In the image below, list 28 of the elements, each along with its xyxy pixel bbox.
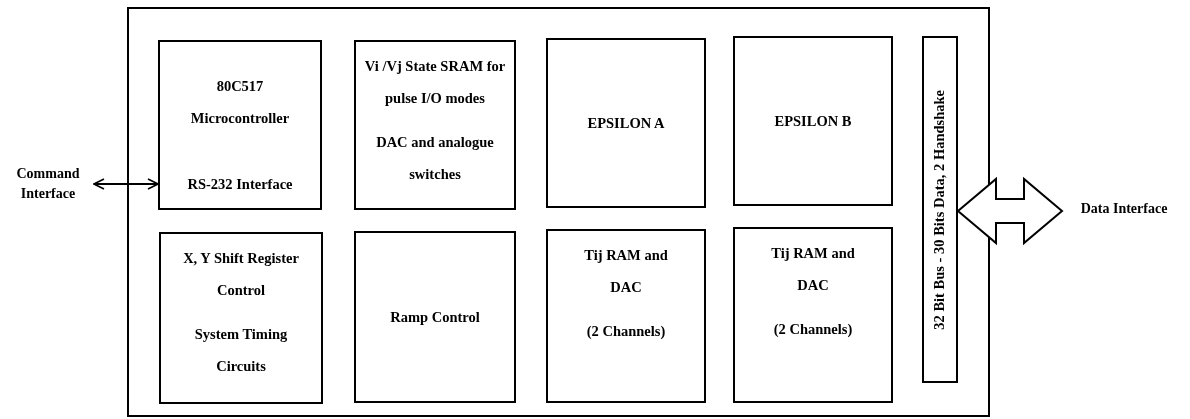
function-block — [354, 40, 516, 210]
block-label: (2 Channels) — [773, 320, 853, 339]
block-label: Vi /Vj State SRAM for pulse I/O modes — [363, 57, 507, 108]
board-outline — [127, 7, 990, 417]
double-block-arrow — [956, 176, 1064, 246]
block-label: System Timing Circuits — [193, 325, 289, 376]
function-block — [159, 232, 323, 404]
block-label: 80C517 Microcontroller — [189, 77, 291, 128]
function-block — [354, 231, 516, 403]
block-label: Ramp Control — [390, 308, 480, 327]
block-label: EPSILON B — [774, 112, 852, 131]
function-block — [733, 227, 893, 403]
block-label: Tij RAM and DAC — [770, 244, 856, 295]
function-block — [546, 229, 706, 403]
block-label: (2 Channels) — [586, 322, 666, 341]
double-arrow — [93, 178, 159, 190]
function-block — [158, 40, 322, 210]
block-label: DAC and analogue switches — [375, 133, 495, 184]
interface-label: Data Interface — [1062, 199, 1186, 223]
function-block — [546, 38, 706, 208]
interface-label: Command Interface — [2, 164, 94, 208]
block-label: RS-232 Interface — [187, 175, 293, 194]
bus-label: 32 Bit Bus - 30 Bits Data, 2 Handshake — [930, 89, 949, 330]
function-block — [733, 36, 893, 206]
block-label: EPSILON A — [587, 114, 665, 133]
bus-bar — [922, 36, 958, 383]
block-label: Tij RAM and DAC — [583, 246, 669, 297]
block-label: X, Y Shift Register Control — [182, 249, 300, 300]
